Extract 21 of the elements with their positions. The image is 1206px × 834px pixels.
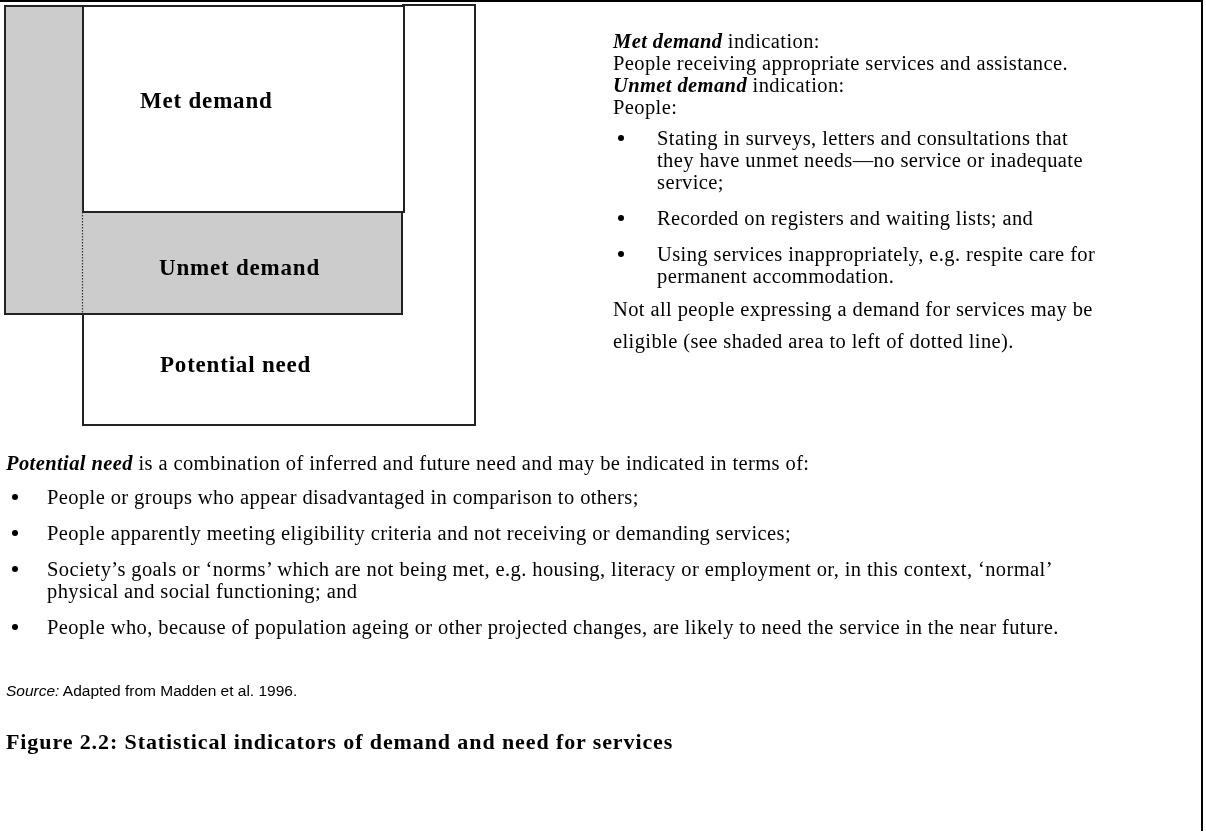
text-paragraph: Unmet demand indication: — [613, 74, 845, 96]
bullet-item: People or groups who appear disadvantaged in comparison to others; — [47, 486, 1187, 508]
text-paragraph: People receiving appropriate services and assistance. — [613, 52, 1069, 74]
text-paragraph: Not all people expressing a demand for services may be eligible (see shaded area to left of dotted line). — [613, 297, 1094, 355]
bullet-item: Stating in surveys, letters and consultations that they have unmet needs—no service or inadequate service; — [657, 127, 1107, 193]
box-label: Unmet demand — [159, 254, 321, 282]
text-paragraph: People: — [613, 96, 679, 118]
bullet-item: Recorded on registers and waiting lists; and — [657, 207, 1107, 229]
box-label: Met demand — [140, 87, 273, 115]
figure-caption: Figure 2.2: Statistical indicators of demand and need for services — [6, 729, 674, 755]
box-label: Potential need — [160, 351, 312, 379]
bullet-item: People apparently meeting eligibility criteria and not receiving or demanding services; — [47, 522, 1187, 544]
text-paragraph: Met demand indication: — [613, 30, 821, 52]
met-demand-box — [82, 5, 405, 213]
bullet-item: Using services inappropriately, e.g. respite care for permanent accommodation. — [657, 243, 1107, 287]
bullet-item: Society’s goals or ‘norms’ which are not being met, e.g. housing, literacy or employment or, in this context, ‘normal’ physical and social functioning; and — [47, 558, 1107, 602]
potential-need-box — [82, 313, 476, 426]
expressed-demand-box — [4, 5, 403, 315]
bullet-item: People who, because of population ageing or other projected changes, are likely to need the service in the near future. — [47, 616, 1107, 638]
source-note: Source: Adapted from Madden et al. 1996. — [6, 681, 299, 701]
text-paragraph: Potential need is a combination of inferred and future need and may be indicated in terms of: — [6, 452, 811, 474]
